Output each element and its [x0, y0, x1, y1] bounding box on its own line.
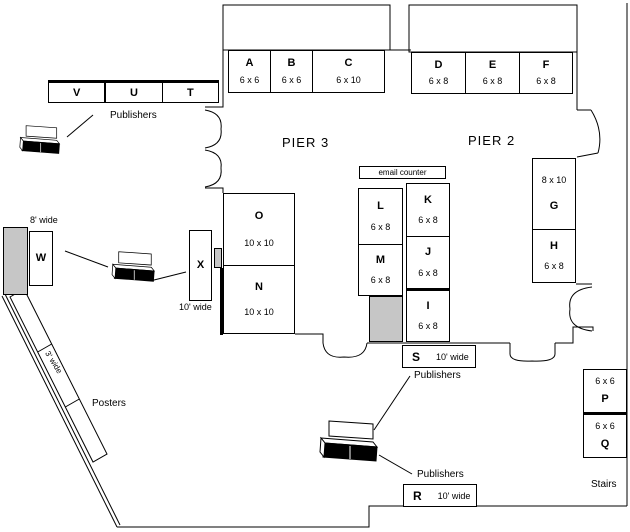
booth-i-letter: I	[426, 300, 430, 312]
booth-n-dim: 10 x 10	[244, 307, 274, 318]
display-table-icon	[111, 251, 156, 282]
booth-k-letter: K	[424, 193, 432, 206]
publishers-label-bottom: Publishers	[417, 469, 464, 480]
grey-block-left	[3, 227, 28, 295]
display-table-icon	[19, 125, 61, 154]
booth-l-dim: 6 x 8	[370, 222, 391, 233]
booth-q-letter: Q	[600, 437, 610, 450]
booth-g: 8 x 10 G	[532, 158, 576, 230]
booth-w-letter: W	[35, 252, 47, 264]
booth-b-letter: B	[287, 57, 296, 69]
booth-k-dim: 6 x 8	[418, 215, 438, 226]
booth-b-dim: 6 x 6	[281, 75, 302, 85]
booth-j-letter: J	[424, 246, 432, 259]
booth-a-dim: 6 x 6	[239, 75, 260, 85]
table-r-letter: R	[413, 488, 422, 503]
table-cell-v: V	[49, 83, 107, 102]
stairs-label: Stairs	[591, 479, 617, 490]
table-s-width-label: 10' wide	[436, 351, 469, 362]
booth-b: B 6 x 6	[270, 50, 313, 93]
booth-w: W	[29, 231, 53, 286]
table-r-width-label: 10' wide	[437, 490, 471, 501]
booth-h: H 6 x 8	[532, 229, 576, 283]
booth-g-dim: 8 x 10	[541, 174, 567, 185]
booth-o-letter: O	[254, 210, 264, 222]
booth-p: 6 x 6 P	[583, 369, 627, 413]
booth-i-dim: 6 x 8	[418, 321, 438, 331]
booth-n: N 10 x 10	[223, 265, 295, 334]
width-10ft-label-x: 10' wide	[179, 302, 212, 312]
booth-q-dim: 6 x 6	[595, 421, 615, 432]
booth-f-letter: F	[542, 58, 550, 71]
email-counter-box: email counter	[359, 166, 446, 179]
booth-k: K 6 x 8	[406, 183, 450, 237]
publishers-table-s: S 10' wide	[402, 345, 476, 368]
booth-f-dim: 6 x 8	[536, 76, 556, 87]
pier-3-label: PIER 3	[282, 135, 330, 150]
publishers-table-vut: V U T	[48, 80, 219, 103]
table-cell-u: U	[106, 83, 163, 102]
booth-c-dim: 6 x 10	[336, 75, 361, 85]
booth-n-letter: N	[255, 280, 263, 293]
booth-x-letter: X	[196, 259, 205, 271]
posters-label: Posters	[92, 398, 126, 409]
booth-p-letter: P	[601, 392, 609, 405]
booth-d: D 6 x 8	[411, 52, 466, 94]
booth-d-dim: 6 x 8	[428, 76, 449, 87]
booth-h-letter: H	[550, 239, 558, 252]
booth-p-dim: 6 x 6	[595, 376, 615, 387]
booth-c: C 6 x 10	[312, 50, 385, 93]
booth-x: X	[189, 230, 212, 301]
grey-block-near-x	[214, 248, 222, 268]
publishers-table-r: R 10' wide	[403, 484, 477, 507]
booth-e: E 6 x 8	[465, 52, 520, 94]
booth-a-letter: A	[245, 57, 254, 69]
booth-l-letter: L	[377, 199, 384, 212]
booth-q: 6 x 6 Q	[583, 412, 627, 458]
width-8ft-label: 8' wide	[30, 215, 58, 225]
booth-l: L 6 x 8	[358, 188, 403, 245]
booth-m-dim: 6 x 8	[370, 275, 391, 285]
booth-a: A 6 x 6	[228, 50, 271, 93]
booth-c-letter: C	[344, 57, 353, 69]
display-table-icon	[319, 420, 379, 462]
table-cell-t: T	[186, 86, 194, 99]
width-3ft-label-rotated: 3' wide	[43, 349, 64, 376]
booth-f: F 6 x 8	[519, 52, 573, 94]
booth-j-dim: 6 x 8	[418, 267, 438, 278]
publishers-label-top: Publishers	[110, 110, 157, 121]
booth-e-dim: 6 x 8	[482, 76, 503, 87]
grey-block-below-m	[369, 296, 403, 342]
booth-o: O 10 x 10	[223, 193, 295, 266]
booth-d-letter: D	[434, 58, 443, 71]
booth-o-dim: 10 x 10	[244, 238, 274, 248]
booth-m: M 6 x 8	[358, 244, 403, 296]
booth-j: J 6 x 8	[406, 236, 450, 289]
booth-g-letter: G	[549, 200, 559, 213]
table-s-letter: S	[412, 349, 421, 364]
booth-h-dim: 6 x 8	[544, 261, 564, 272]
publishers-label-middle: Publishers	[414, 370, 461, 381]
booth-m-letter: M	[375, 254, 386, 266]
booth-e-letter: E	[488, 58, 497, 71]
pier-2-label: PIER 2	[468, 133, 516, 148]
booth-i: I 6 x 8	[406, 288, 450, 342]
